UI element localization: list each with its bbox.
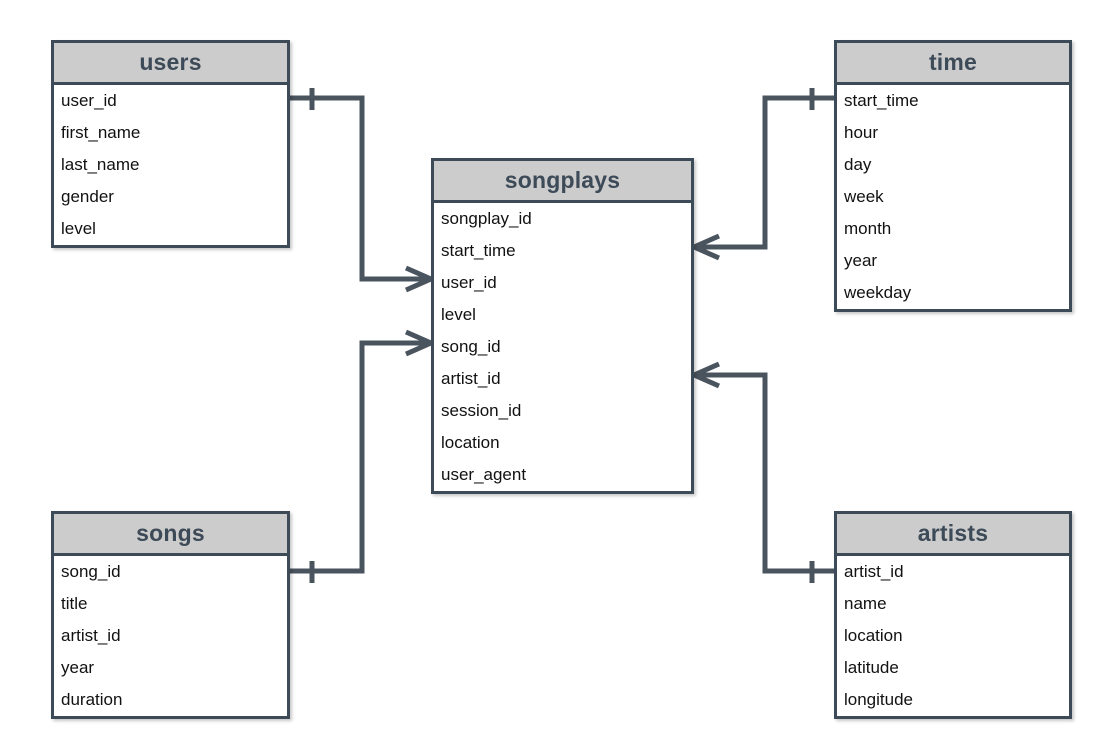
entity-title-users: users: [54, 43, 287, 85]
relationship-songplays-artists: [692, 361, 834, 583]
entity-field: level: [61, 219, 96, 238]
entity-field: session_id: [441, 401, 522, 420]
entity-field-list-songplays: songplay_id start_time user_id level son…: [434, 203, 691, 491]
relationship-songs-songplays: [290, 329, 433, 583]
entity-field: song_id: [61, 562, 121, 581]
entity-field: longitude: [844, 690, 914, 709]
entity-field: week: [844, 187, 884, 206]
entity-field: user_id: [61, 91, 117, 110]
entity-table-time[interactable]: time start_time hour day week month year…: [834, 40, 1072, 312]
entity-table-songs[interactable]: songs song_id title artist_id year durat…: [51, 511, 290, 719]
entity-field: songplay_id: [441, 209, 532, 228]
entity-field: year: [844, 251, 878, 270]
entity-field: name: [844, 594, 887, 613]
entity-field: year: [61, 658, 95, 677]
entity-field: location: [844, 626, 903, 645]
cardinality-many-marker-songplays-user: [404, 265, 433, 293]
entity-field: artist_id: [844, 562, 904, 581]
relationship-users-songplays: [290, 88, 433, 293]
entity-field: user_agent: [441, 465, 527, 484]
entity-title-artists: artists: [837, 514, 1069, 556]
entity-field-list-users: user_id first_name last_name gender leve…: [54, 85, 287, 245]
entity-field: weekday: [844, 283, 912, 302]
entity-field-list-time: start_time hour day week month year week…: [837, 85, 1069, 309]
entity-field: level: [441, 305, 476, 324]
entity-title-songplays: songplays: [434, 161, 691, 203]
entity-field: day: [844, 155, 872, 174]
entity-field: last_name: [61, 155, 140, 174]
entity-field: start_time: [844, 91, 919, 110]
cardinality-many-marker-songplays-song: [404, 329, 433, 357]
cardinality-many-marker-songplays-artist: [692, 361, 721, 389]
entity-field: month: [844, 219, 892, 238]
entity-field: title: [61, 594, 88, 613]
entity-title-time: time: [837, 43, 1069, 85]
entity-field: first_name: [61, 123, 141, 142]
entity-field: gender: [61, 187, 114, 206]
cardinality-many-marker-songplays-time: [692, 233, 721, 261]
entity-field: hour: [844, 123, 879, 142]
entity-field: latitude: [844, 658, 899, 677]
entity-table-artists[interactable]: artists artist_id name location latitude…: [834, 511, 1072, 719]
entity-field: song_id: [441, 337, 501, 356]
entity-field: artist_id: [61, 626, 121, 645]
entity-table-users[interactable]: users user_id first_name last_name gende…: [51, 40, 290, 248]
entity-field: artist_id: [441, 369, 501, 388]
entity-table-songplays[interactable]: songplays songplay_id start_time user_id…: [431, 158, 694, 494]
entity-field: start_time: [441, 241, 516, 260]
entity-title-songs: songs: [54, 514, 287, 556]
entity-field: location: [441, 433, 500, 452]
relationship-songplays-time: [692, 88, 834, 261]
entity-field-list-artists: artist_id name location latitude longitu…: [837, 556, 1069, 716]
entity-field: duration: [61, 690, 123, 709]
entity-field: user_id: [441, 273, 497, 292]
entity-field-list-songs: song_id title artist_id year duration: [54, 556, 287, 716]
